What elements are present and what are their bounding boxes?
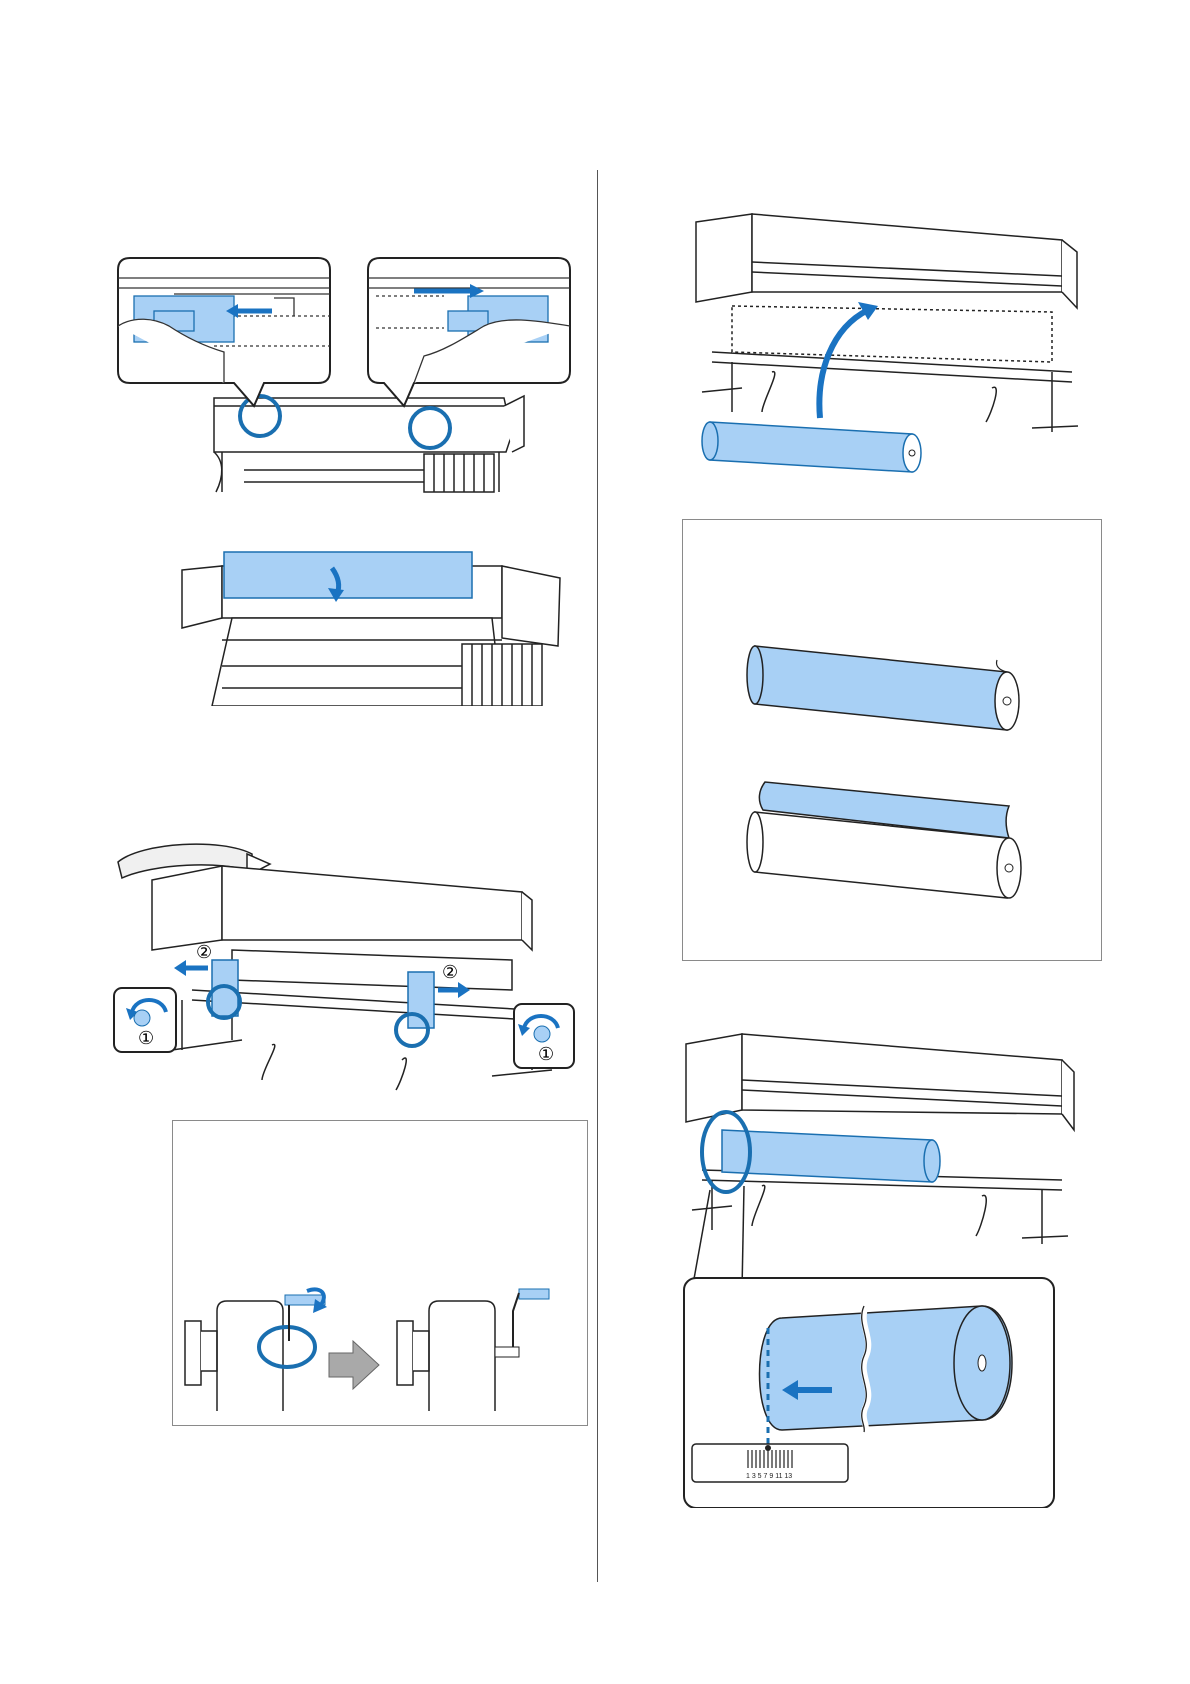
figure-front-cover bbox=[172, 548, 567, 706]
figure-roll-mounting bbox=[692, 212, 1087, 474]
gray-right-arrow-icon bbox=[329, 1341, 379, 1389]
roll-printable-out bbox=[747, 646, 1019, 730]
figure-roll-alignment: 1 3 5 7 9 11 13 bbox=[682, 1030, 1077, 1508]
roll-printable-in bbox=[747, 782, 1021, 898]
callout-step-right: ② bbox=[442, 962, 458, 982]
figure-note-box-handle bbox=[172, 1120, 588, 1426]
cover-panel bbox=[224, 552, 472, 598]
callout-step-left: ② bbox=[196, 942, 212, 962]
scale-tick-labels: 1 3 5 7 9 11 13 bbox=[746, 1473, 792, 1480]
figure-note-box-roll-winding bbox=[682, 519, 1102, 961]
callout-left: ① bbox=[138, 1028, 154, 1048]
figure-roller-holder-levers: ② ② ① ① bbox=[112, 840, 577, 1095]
callout-right: ① bbox=[538, 1044, 554, 1064]
column-divider bbox=[597, 170, 598, 1582]
figure-media-edge-plates bbox=[114, 256, 574, 496]
